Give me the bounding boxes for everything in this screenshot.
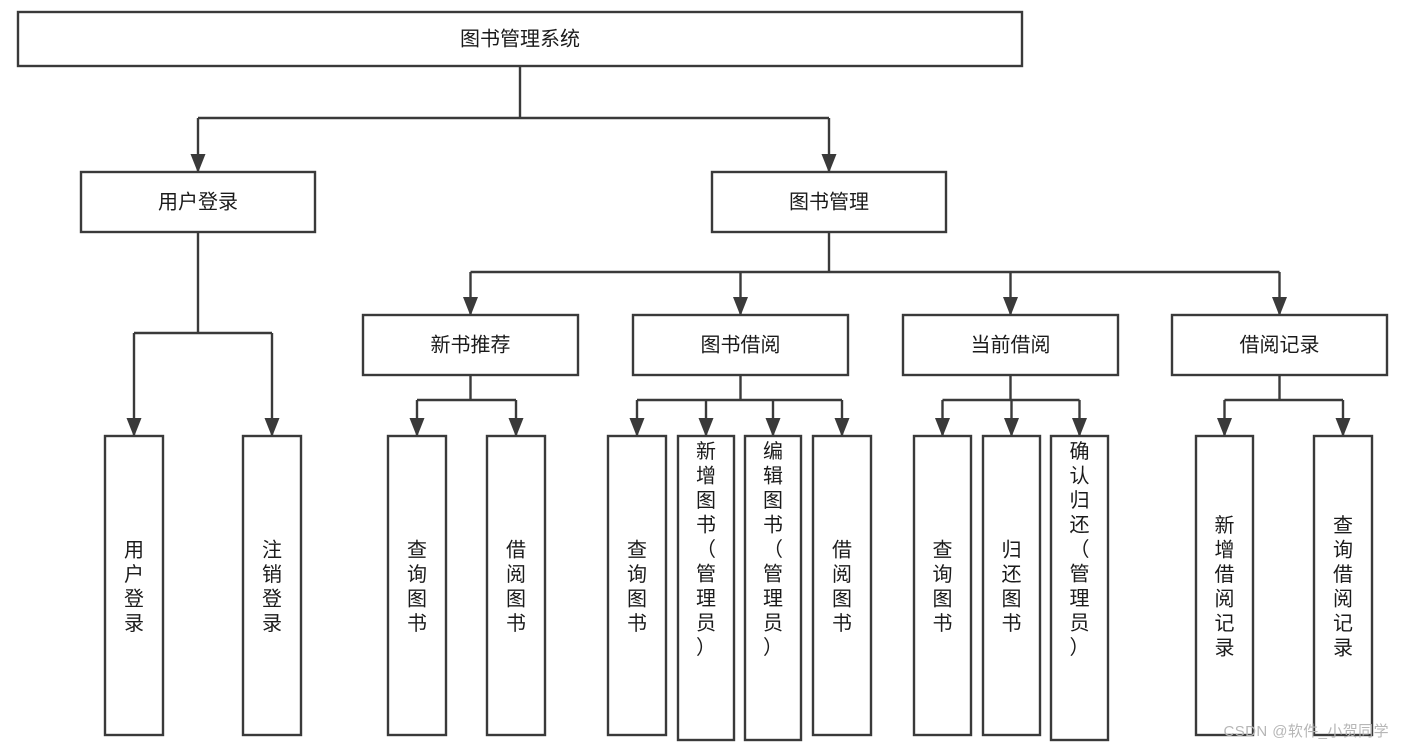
node-label: 当前借阅	[971, 333, 1051, 356]
node-leaf-query-borrow-record[interactable]: 查询借阅记录	[1312, 434, 1374, 737]
node-undefined[interactable]: 图书管理系统	[16, 10, 1024, 68]
node-box[interactable]	[631, 313, 850, 377]
node-box[interactable]	[1312, 434, 1374, 737]
arrow-head-icon	[508, 418, 524, 437]
node-label: 图书借阅	[701, 333, 781, 356]
arrow-head-icon	[409, 418, 425, 437]
arrow-head-icon	[765, 418, 781, 437]
connector-layer	[126, 66, 1351, 437]
node-box[interactable]	[485, 434, 547, 737]
node-label: 图书管理系统	[460, 27, 580, 50]
arrow-head-icon	[1004, 418, 1019, 437]
node-box[interactable]	[710, 170, 948, 234]
arrow-head-icon	[834, 418, 850, 437]
csdn-watermark: CSDN @软件_小贺同学	[1223, 723, 1389, 740]
node-label: 查询图书	[933, 539, 953, 636]
node-leaf-query-book-recommend[interactable]: 查询图书	[386, 434, 448, 737]
node-box[interactable]	[241, 434, 303, 737]
node-box[interactable]	[676, 434, 736, 742]
arrow-head-icon	[629, 418, 645, 437]
node-current-borrow[interactable]: 当前借阅	[901, 313, 1120, 377]
arrow-head-icon	[1072, 418, 1087, 437]
node-leaf-query-book-current[interactable]: 查询图书	[912, 434, 973, 737]
node-leaf-add-borrow-record[interactable]: 新增借阅记录	[1194, 434, 1255, 737]
node-label: 新增借阅记录	[1215, 514, 1235, 660]
node-leaf-edit-book-admin[interactable]: 编辑图书（管理员）	[743, 434, 803, 742]
node-box[interactable]	[912, 434, 973, 737]
node-label: 用户登录	[124, 540, 144, 636]
node-box[interactable]	[743, 434, 803, 742]
node-label: 借阅图书	[506, 539, 526, 636]
node-label: 查询图书	[627, 539, 647, 636]
arrow-head-icon	[1335, 418, 1351, 437]
arrow-head-icon	[1217, 418, 1232, 437]
node-layer: 图书管理系统用户登录图书管理新书推荐图书借阅当前借阅借阅记录用户登录注销登录查询…	[16, 10, 1389, 742]
arrow-head-icon	[126, 418, 142, 437]
node-book-borrow[interactable]: 图书借阅	[631, 313, 850, 377]
node-label: 注销登录	[262, 539, 282, 636]
node-label: 借阅图书	[832, 539, 852, 636]
node-label: 借阅记录	[1240, 333, 1320, 356]
node-box[interactable]	[606, 434, 668, 737]
node-leaf-logout-login[interactable]: 注销登录	[241, 434, 303, 737]
node-label: 图书管理	[789, 190, 869, 213]
node-label: 用户登录	[158, 190, 238, 213]
arrow-head-icon	[733, 297, 748, 316]
node-box[interactable]	[811, 434, 873, 737]
node-label: 编辑图书（管理员）	[763, 440, 783, 659]
arrow-head-icon	[1003, 297, 1018, 316]
arrow-head-icon	[190, 154, 206, 173]
node-leaf-borrow-book[interactable]: 借阅图书	[811, 434, 873, 737]
node-label: 确认归还（管理员）	[1070, 440, 1090, 659]
node-label: 新增图书（管理员）	[696, 440, 716, 659]
node-box[interactable]	[1170, 313, 1389, 377]
node-box[interactable]	[901, 313, 1120, 377]
arrow-head-icon	[821, 154, 837, 173]
node-box[interactable]	[103, 434, 165, 737]
node-box[interactable]	[386, 434, 448, 737]
arrow-head-icon	[264, 418, 280, 437]
arrow-head-icon	[1272, 297, 1287, 316]
node-label: 归还图书	[1002, 539, 1022, 636]
arrow-head-icon	[463, 297, 478, 316]
node-book-management[interactable]: 图书管理	[710, 170, 948, 234]
node-leaf-query-book-borrow[interactable]: 查询图书	[606, 434, 668, 737]
node-leaf-user-login[interactable]: 用户登录	[103, 434, 165, 737]
node-box[interactable]	[79, 170, 317, 234]
node-new-book-recommend[interactable]: 新书推荐	[361, 313, 580, 377]
node-label: 新书推荐	[431, 333, 511, 356]
node-label: 查询借阅记录	[1333, 514, 1353, 660]
node-user-login[interactable]: 用户登录	[79, 170, 317, 234]
arrow-head-icon	[698, 418, 714, 437]
node-box[interactable]	[1194, 434, 1255, 737]
node-leaf-return-book[interactable]: 归还图书	[981, 434, 1042, 737]
node-borrow-record[interactable]: 借阅记录	[1170, 313, 1389, 377]
node-leaf-confirm-return-admin[interactable]: 确认归还（管理员）	[1049, 434, 1110, 742]
node-box[interactable]	[1049, 434, 1110, 742]
node-box[interactable]	[981, 434, 1042, 737]
node-label: 查询图书	[407, 539, 427, 636]
node-leaf-add-book-admin[interactable]: 新增图书（管理员）	[676, 434, 736, 742]
node-box[interactable]	[361, 313, 580, 377]
node-box[interactable]	[16, 10, 1024, 68]
arrow-head-icon	[935, 418, 950, 437]
node-leaf-borrow-book-recommend[interactable]: 借阅图书	[485, 434, 547, 737]
